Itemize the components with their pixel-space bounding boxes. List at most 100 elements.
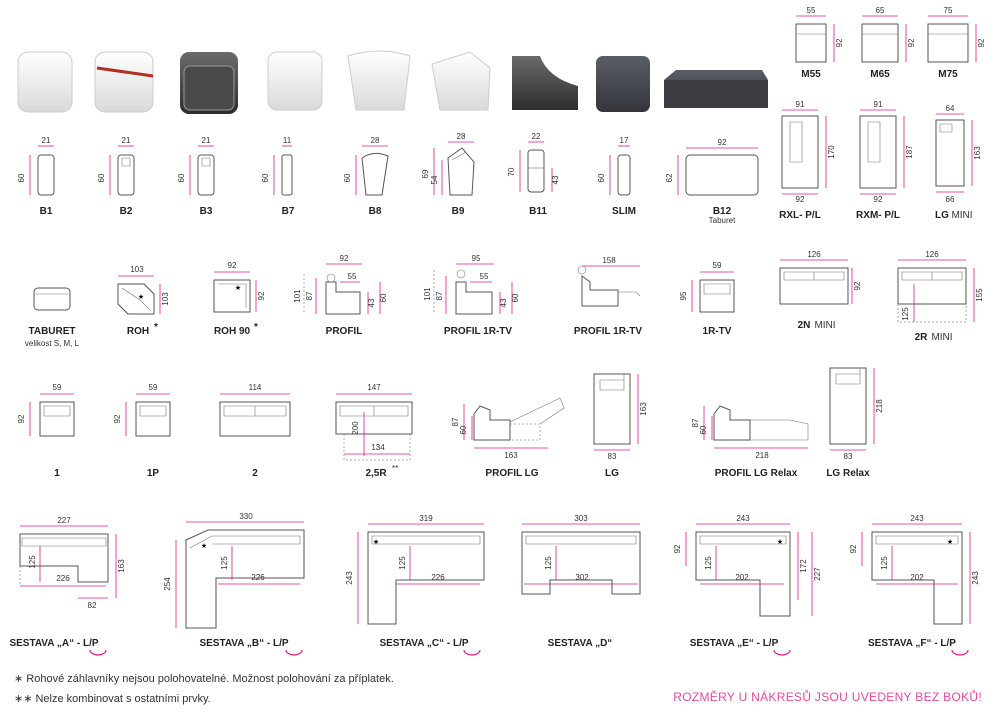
dim-width: 22 xyxy=(532,132,541,141)
item-roh90: ★ 92 92 ROH 90 * xyxy=(213,261,266,337)
svg-text:★: ★ xyxy=(947,538,953,546)
item-label: 2 xyxy=(252,468,258,479)
dim-width: 92 xyxy=(228,261,237,270)
dim-height: 187 xyxy=(905,145,914,159)
dim-height: 163 xyxy=(973,146,982,160)
item-2r-mini: 126 155 125 2R MINI xyxy=(897,250,984,343)
dim-width: 17 xyxy=(620,136,629,145)
item-star: * xyxy=(154,322,158,333)
item-label: PROFIL 1R-TV xyxy=(444,326,512,337)
dim-width-1: 91 xyxy=(796,100,805,109)
item-label: B1 xyxy=(40,206,53,217)
dim-width: 83 xyxy=(844,452,853,461)
item-profil-lg: 87 60 163 PROFIL LG xyxy=(451,397,565,479)
item-2-5r: 147 200 134 2,5R ** xyxy=(335,383,413,479)
item-label: M75 xyxy=(938,69,958,80)
dim-height: 92 xyxy=(853,281,862,290)
item-b3: 21 60 B3 xyxy=(177,136,215,217)
item-label: 2,5R xyxy=(365,468,387,479)
dim-height-1: 92 xyxy=(673,544,682,553)
item-sublabel: MINI xyxy=(931,332,952,343)
dim-width-2: 92 xyxy=(874,195,883,204)
item-label: 1 xyxy=(54,468,60,479)
item-label: RXL- P/L xyxy=(779,210,821,221)
item-label: RXM- P/L xyxy=(856,210,900,221)
item-label: M65 xyxy=(870,69,890,80)
dim-width-2: 66 xyxy=(946,195,955,204)
item-sublabel: MINI xyxy=(814,320,835,331)
item-slim: 17 60 SLIM xyxy=(597,136,636,217)
photo-b3 xyxy=(180,52,238,114)
item-2n-mini: 126 92 2N MINI xyxy=(779,250,862,331)
item-label: TABURET xyxy=(28,326,75,337)
dim-height-1: 92 xyxy=(849,544,858,553)
dim-width: 92 xyxy=(718,138,727,147)
dim-width: 218 xyxy=(755,451,769,460)
dim-width: 75 xyxy=(944,6,953,15)
dim-height-2: 43 xyxy=(551,175,560,184)
svg-text:★: ★ xyxy=(777,538,783,546)
footnote-2: ∗∗ Nelze kombinovat s ostatními prvky. xyxy=(14,693,211,705)
dim-depth: 125 xyxy=(398,556,407,570)
svg-text:★: ★ xyxy=(138,293,144,301)
item-profil-1r-tv: 95 55 101 87 43 60 PROFIL 1R-TV xyxy=(423,254,520,337)
dim-width: 158 xyxy=(602,256,616,265)
footnote-1: ∗ Rohové záhlavníky nejsou polohovatelné… xyxy=(14,673,394,685)
dim-height: 92 xyxy=(257,291,266,300)
item-b9: 28 69 54 B9 xyxy=(421,132,475,217)
dim-width: 303 xyxy=(574,514,588,523)
set-label: SESTAVA „A“ - L/P xyxy=(9,638,98,649)
dim-height: 92 xyxy=(113,414,122,423)
dim-inner: 202 xyxy=(735,573,749,582)
dim-height: 163 xyxy=(117,559,126,573)
item-label: B2 xyxy=(120,206,133,217)
dim-height-2: 60 xyxy=(699,425,708,434)
item-b8: 28 60 B8 xyxy=(343,136,389,217)
dim-width: 59 xyxy=(53,383,62,392)
photo-b8 xyxy=(347,50,411,111)
dim-width: 21 xyxy=(122,136,131,145)
item-label: B3 xyxy=(200,206,213,217)
dim-width: 227 xyxy=(57,516,71,525)
dim-width-2: 55 xyxy=(348,272,357,281)
photo-b1 xyxy=(17,51,73,113)
photo-b11 xyxy=(512,56,578,110)
item-label: ROH 90 xyxy=(214,326,251,337)
set-a: 227 163 125 226 82 SESTAVA „A“ - L/P xyxy=(9,516,126,656)
item-1r-tv: 59 95 1R-TV xyxy=(679,261,735,337)
dim-width-2: 92 xyxy=(796,195,805,204)
dim-height-4: 60 xyxy=(511,293,520,302)
dim-width-1: 92 xyxy=(340,254,349,263)
dim-width: 28 xyxy=(371,136,380,145)
dim-height: 62 xyxy=(665,173,674,182)
item-label: 1P xyxy=(147,468,160,479)
dim-depth: 125 xyxy=(220,556,229,570)
item-label: ROH xyxy=(127,326,149,337)
item-taburet: TABURET velikost S, M, L xyxy=(25,287,80,348)
item-label: 2R xyxy=(915,332,929,343)
dim-width-1: 91 xyxy=(874,100,883,109)
item-b12: 92 62 B12 Taburet xyxy=(665,138,759,225)
dim-inner: 226 xyxy=(431,573,445,582)
dim-width: 11 xyxy=(283,136,292,145)
dim-height: 243 xyxy=(345,571,354,585)
dim-width-2: 55 xyxy=(480,272,489,281)
dim-width: 21 xyxy=(42,136,51,145)
dim-height: 60 xyxy=(343,173,352,182)
photo-slim xyxy=(596,56,650,112)
dim-height-2: 54 xyxy=(430,175,439,184)
item-label: B12 xyxy=(713,206,732,217)
dim-height-1: 155 xyxy=(975,288,984,302)
set-e: ★ 243 92 172 227 125 202 SESTAVA „E“ - L… xyxy=(673,514,822,656)
dim-depth: 125 xyxy=(544,556,553,570)
dim-height: 60 xyxy=(97,173,106,182)
item-label: B8 xyxy=(369,206,382,217)
set-d: 303 125 302 SESTAVA „D“ xyxy=(521,514,641,649)
dim-height-1: 87 xyxy=(691,418,700,427)
item-label: B9 xyxy=(452,206,465,217)
dim-height: 60 xyxy=(177,173,186,182)
dim-height-1: 70 xyxy=(507,167,516,176)
dim-height: 60 xyxy=(261,173,270,182)
item-rxl: 91 170 92 RXL- P/L xyxy=(779,100,836,221)
dim-width: 59 xyxy=(713,261,722,270)
